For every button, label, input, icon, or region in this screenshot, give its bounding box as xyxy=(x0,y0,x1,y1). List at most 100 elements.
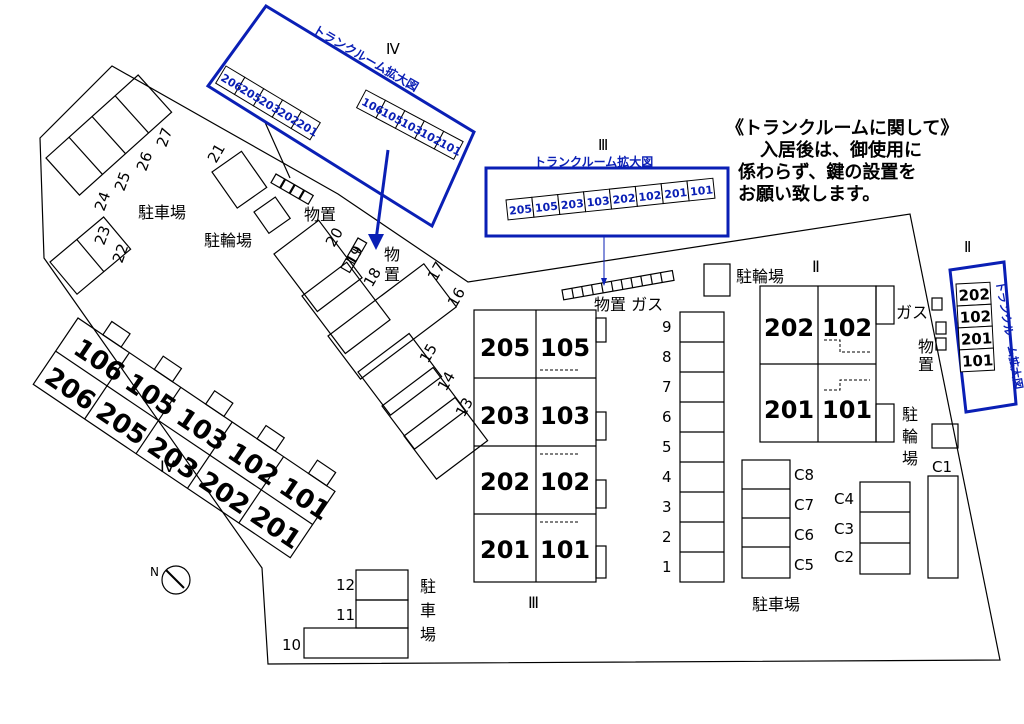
parking-number: 23 xyxy=(91,223,114,247)
unit-number: 101 xyxy=(822,396,872,424)
parking-row-mid xyxy=(273,219,363,313)
unit-number: 202 xyxy=(480,468,530,496)
building-ii-label-top: Ⅱ xyxy=(812,257,820,276)
parking-label-bottom: 駐車場 xyxy=(752,595,800,614)
callout-unit: 205 xyxy=(509,202,533,217)
parking-number: 22 xyxy=(109,241,132,265)
parking-number: C2 xyxy=(834,548,854,566)
parking-v-1: 駐 xyxy=(420,577,436,596)
parking-number: 12 xyxy=(336,576,355,594)
callout-trunk-ii: Ⅱ トランクルーム拡大図 202 102 201 101 xyxy=(948,238,1024,414)
storage-v-1: 物 xyxy=(384,245,400,264)
callout-unit: 202 xyxy=(612,191,636,206)
storage-boxes-ii xyxy=(931,297,947,351)
callout-title: トランクルーム拡大図 xyxy=(534,154,653,169)
gas-label: ガス xyxy=(896,303,928,322)
parking-group-10-12 xyxy=(303,569,409,659)
parking-number: 1 xyxy=(662,558,672,576)
unit-number: 102 xyxy=(540,468,590,496)
parking-number: 5 xyxy=(662,438,672,456)
bike-parking-box-3 xyxy=(931,423,959,449)
parking-number: C3 xyxy=(834,520,854,538)
compass-label: N xyxy=(150,565,159,579)
callout-trunk-iii: Ⅲ トランクルーム拡大図 205 105 203 103 202 102 201… xyxy=(484,136,730,286)
parking-number: 8 xyxy=(662,348,672,366)
callout-unit: 103 xyxy=(586,194,610,209)
parking-number: C5 xyxy=(794,556,814,574)
parking-number: 20 xyxy=(322,224,347,250)
notice-line-2: 係わらず、鍵の設置を xyxy=(738,161,916,183)
parking-number: 17 xyxy=(424,258,449,284)
storage-v-2: 置 xyxy=(384,265,400,284)
storage-v-ii-1: 物 xyxy=(918,337,934,356)
callout-unit: 102 xyxy=(959,307,991,327)
parking-number: C8 xyxy=(794,466,814,484)
callout-unit: 201 xyxy=(664,186,688,201)
parking-label-top: 駐車場 xyxy=(138,203,186,222)
parking-space-21 xyxy=(211,150,268,209)
notice-line-3: お願い致します。 xyxy=(738,183,880,205)
site-boundary xyxy=(39,65,1001,665)
parking-v-2: 車 xyxy=(420,601,436,620)
unit-number: 203 xyxy=(480,402,530,430)
unit-number: 102 xyxy=(822,314,872,342)
parking-number: 6 xyxy=(662,408,672,426)
parking-number: 9 xyxy=(662,318,672,336)
parking-space-c1 xyxy=(927,475,959,579)
parking-group-22-23 xyxy=(49,216,132,296)
parking-number: 27 xyxy=(153,125,176,149)
storage-row-iii xyxy=(561,269,675,301)
parking-number: 25 xyxy=(111,169,134,193)
parking-numbers-24-27: 24 25 26 27 xyxy=(91,125,176,213)
unit-number: 201 xyxy=(480,536,530,564)
storage-gas-label: 物置 ガス xyxy=(594,295,663,314)
parking-number: 3 xyxy=(662,498,672,516)
storage-label-top: 物置 xyxy=(304,205,336,224)
compass-icon: N xyxy=(150,565,191,595)
bike-parking-label-mid: 駐輪場 xyxy=(736,267,784,286)
notice-line-1: 入居後は、御使用に xyxy=(760,139,922,161)
callout-unit: 202 xyxy=(958,285,990,305)
unit-number: 101 xyxy=(540,536,590,564)
callout-trunk-iv: トランクルーム拡大図 Ⅳ 206 205 203 202 201 106 105… xyxy=(205,4,476,250)
parking-number: 26 xyxy=(133,149,156,173)
parking-column-1-9 xyxy=(679,311,725,583)
parking-number: 2 xyxy=(662,528,672,546)
callout-unit: 203 xyxy=(560,197,584,212)
callout-roman: Ⅳ xyxy=(386,40,400,58)
callout-unit: 101 xyxy=(690,183,714,198)
bike-v-1: 駐 xyxy=(902,405,918,424)
storage-v-ii-2: 置 xyxy=(918,355,934,374)
parking-number: 10 xyxy=(282,636,301,654)
parking-number: C7 xyxy=(794,496,814,514)
building-ii: 202 102 201 101 xyxy=(759,285,895,443)
callout-title: トランクルーム拡大図 xyxy=(993,280,1024,390)
parking-number: C6 xyxy=(794,526,814,544)
parking-number: 16 xyxy=(444,284,469,310)
parking-group-24-27 xyxy=(45,74,173,197)
bike-parking-box xyxy=(253,196,292,235)
building-iii-label: Ⅲ xyxy=(528,593,539,612)
parking-number: 24 xyxy=(91,189,114,213)
unit-number: 202 xyxy=(764,314,814,342)
notice: 《トランクルームに関して》 入居後は、御使用に 係わらず、鍵の設置を お願い致し… xyxy=(726,118,958,205)
parking-number: 15 xyxy=(416,340,441,366)
callout-roman: Ⅱ xyxy=(964,238,971,256)
callout-unit: 101 xyxy=(962,351,994,371)
building-iv-label: Ⅳ xyxy=(160,457,175,476)
bike-v-2: 輪 xyxy=(902,427,918,446)
building-iv: 106 105 103 102 101 206 205 203 202 201 xyxy=(32,317,337,559)
parking-number: C1 xyxy=(932,458,952,476)
unit-number: 105 xyxy=(540,334,590,362)
callout-unit: 102 xyxy=(638,189,662,204)
storage-boxes-top xyxy=(270,173,315,205)
callout-unit: 105 xyxy=(534,200,558,215)
callout-unit: 201 xyxy=(960,329,992,349)
callout-title: トランクルーム拡大図 xyxy=(311,22,422,95)
unit-number: 205 xyxy=(480,334,530,362)
unit-number: 103 xyxy=(540,402,590,430)
bike-parking-label-left: 駐輪場 xyxy=(204,231,252,250)
parking-number: 7 xyxy=(662,378,672,396)
parking-number: 4 xyxy=(662,468,672,486)
